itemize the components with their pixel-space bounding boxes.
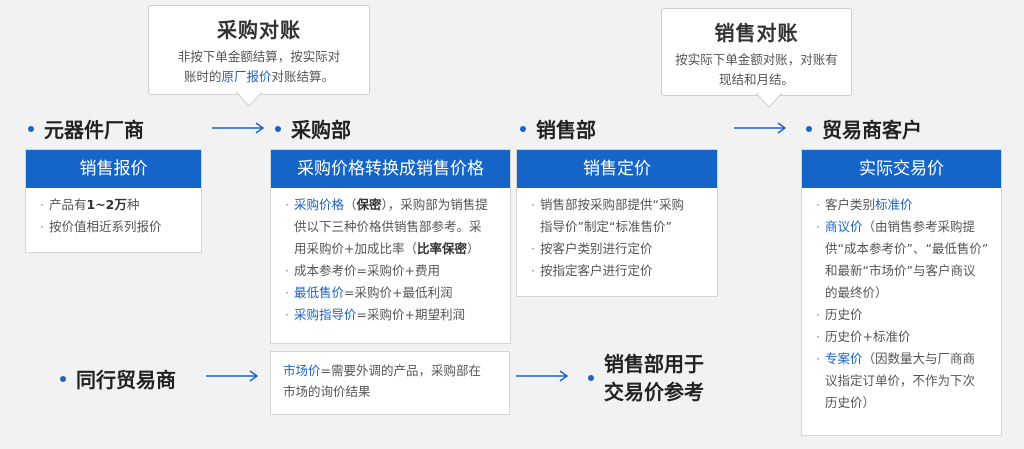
list-item: 采购指导价=采购价+期望利润 — [285, 304, 500, 326]
entity-sales-reference: 销售部用于 交易价参考 — [588, 350, 704, 406]
card-sales-pricing: 销售定价 销售部按采购部提供“采购 指导价”制定“标准售价” 按客户类别进行定价… — [516, 149, 718, 297]
entity-trade-customer: 贸易商客户 — [806, 114, 922, 143]
list-item: 商议价（由销售参考采购提 — [816, 216, 991, 238]
entity-peer-trader: 同行贸易商 — [60, 364, 176, 393]
card-header: 销售定价 — [517, 150, 717, 188]
card-header: 实际交易价 — [802, 150, 1001, 188]
list-item-continued: 的最终价） — [825, 285, 888, 300]
card-purchase-to-sales-price: 采购价格转换成销售价格 采购价格（保密），采购部为销售提 供以下三种价格供销售部… — [270, 149, 511, 344]
purchase-reconciliation-title: 采购对账 — [217, 18, 301, 42]
bullet-dot — [588, 375, 594, 381]
list-item: 采购价格（保密），采购部为销售提 — [285, 194, 500, 216]
arrow-manufacturer-to-purchasing — [212, 122, 265, 134]
entity-sales: 销售部 — [520, 114, 596, 143]
purchase-bubble-pointer — [235, 91, 263, 107]
list-item: 按客户类别进行定价 — [531, 238, 707, 260]
list-item: 成本参考价=采购价+费用 — [285, 260, 500, 282]
arrow-market-to-sales-reference — [516, 370, 569, 382]
list-item: 客户类别标准价 — [816, 194, 991, 216]
list-item-continued: 议指定订单价，不作为下次 — [825, 373, 976, 388]
list-item: 销售部按采购部提供“采购 — [531, 194, 707, 216]
card-header: 采购价格转换成销售价格 — [271, 150, 510, 188]
bullet-dot — [806, 125, 812, 132]
sales-reconciliation-bubble: 销售对账 按实际下单金额对账，对账有 现结和月结。 — [661, 8, 852, 96]
list-item: 历史价 — [816, 304, 991, 326]
list-item-continued: 历史价） — [825, 395, 876, 410]
bullet-dot — [28, 125, 34, 132]
list-item-continued: 指导价”制定“标准售价” — [540, 219, 672, 234]
list-item-continued: 供“成本参考价”、“最低售价” — [825, 241, 989, 256]
list-item-continued: 用采购价+加成比率（比率保密） — [294, 241, 480, 256]
entity-manufacturer: 元器件厂商 — [28, 114, 144, 143]
card-sales-quote: 销售报价 产品有1~2万种 按价值相近系列报价 — [25, 149, 202, 253]
list-item: 最低售价=采购价+最低利润 — [285, 282, 500, 304]
card-header: 销售报价 — [26, 150, 201, 188]
list-item: 专案价（因数量大与厂商商 — [816, 348, 991, 370]
purchase-reconciliation-desc: 非按下单金额结算，按实际对 账时的原厂报价对账结算。 — [177, 49, 341, 84]
sales-reconciliation-desc: 按实际下单金额对账，对账有 现结和月结。 — [675, 52, 838, 87]
list-item: 按指定客户进行定价 — [531, 260, 707, 282]
list-item: 历史价+标准价 — [816, 326, 991, 348]
list-item: 产品有1~2万种 — [40, 194, 191, 216]
list-item-continued: 供以下三种价格供销售部参考。采 — [294, 219, 482, 234]
entity-purchasing: 采购部 — [275, 114, 351, 143]
arrow-peer-to-market — [206, 370, 259, 382]
arrow-sales-to-customer — [734, 122, 787, 134]
sales-reconciliation-title: 销售对账 — [714, 21, 799, 45]
bullet-dot — [520, 125, 526, 132]
list-item-continued: 和最新“市场价”与客户商议 — [825, 263, 976, 278]
bullet-dot — [275, 125, 281, 132]
sales-bubble-pointer — [755, 92, 783, 108]
purchase-reconciliation-bubble: 采购对账 非按下单金额结算，按实际对 账时的原厂报价对账结算。 — [148, 5, 370, 95]
card-actual-transaction-price: 实际交易价 客户类别标准价 商议价（由销售参考采购提 供“成本参考价”、“最低售… — [801, 149, 1002, 436]
market-price-box: 市场价=需要外调的产品，采购部在 市场的询价结果 — [270, 351, 510, 415]
bullet-dot — [60, 375, 66, 382]
list-item: 按价值相近系列报价 — [40, 216, 191, 238]
